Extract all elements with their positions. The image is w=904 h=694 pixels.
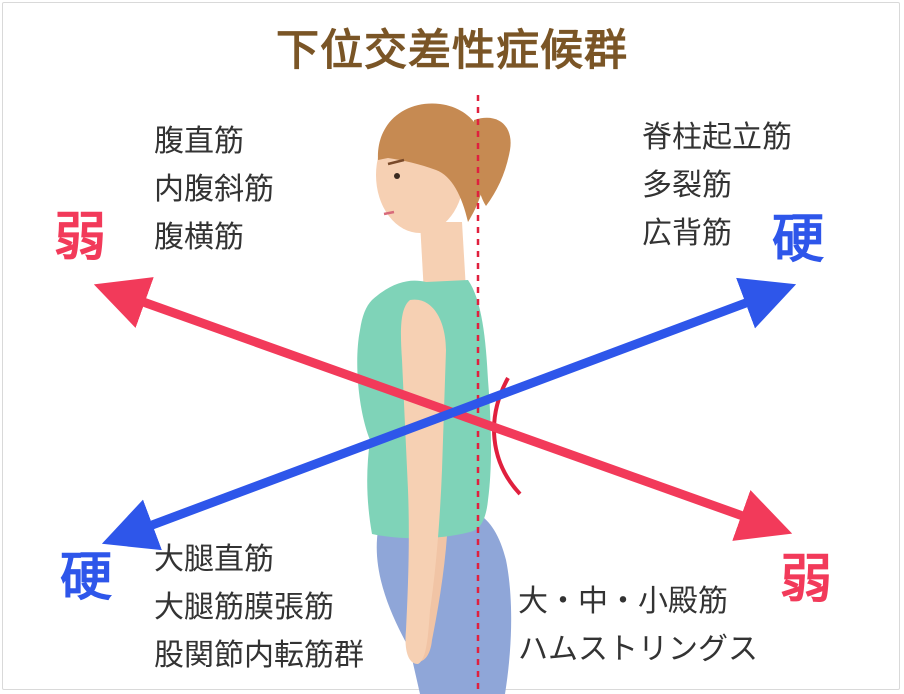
hair xyxy=(377,103,486,222)
muscle-name: ハムストリングス xyxy=(518,632,758,667)
muscle-name: 大腿筋膜張筋 xyxy=(154,590,334,625)
diagram-title: 下位交差性症候群 xyxy=(276,26,628,76)
muscle-name: 内腹斜筋 xyxy=(154,172,274,207)
muscle-name: 多裂筋 xyxy=(642,168,732,203)
muscle-group-upper-right: 脊柱起立筋 多裂筋 広背筋 xyxy=(642,114,792,258)
neck xyxy=(420,222,466,294)
stiff-arrow xyxy=(101,277,797,551)
stiff-label-upper-right: 硬 xyxy=(772,210,825,270)
muscle-name: 大・中・小殿筋 xyxy=(518,584,728,619)
muscle-name: 腹横筋 xyxy=(154,220,244,255)
muscle-name: 大腿直筋 xyxy=(154,542,274,577)
muscle-name: 広背筋 xyxy=(642,216,732,251)
muscle-group-upper-left: 腹直筋 内腹斜筋 腹横筋 xyxy=(154,118,274,262)
muscle-group-lower-right: 大・中・小殿筋 ハムストリングス xyxy=(518,578,758,674)
muscle-group-lower-left: 大腿直筋 大腿筋膜張筋 股関節内転筋群 xyxy=(154,536,364,680)
muscle-name: 腹直筋 xyxy=(154,124,244,159)
muscle-name: 股関節内転筋群 xyxy=(154,638,364,673)
stiff-label-lower-left: 硬 xyxy=(60,548,113,608)
weak-label-lower-right: 弱 xyxy=(780,550,833,610)
muscle-name: 脊柱起立筋 xyxy=(642,120,792,155)
eyebrow xyxy=(387,158,405,166)
weak-label-upper-left: 弱 xyxy=(54,208,107,268)
mouth xyxy=(383,210,395,216)
eye xyxy=(394,173,400,179)
